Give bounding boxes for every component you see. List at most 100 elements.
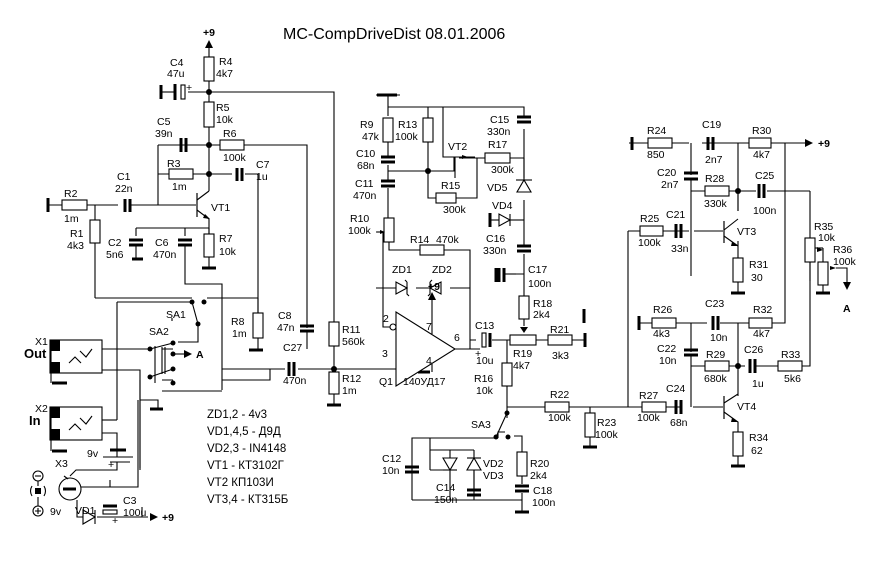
resistor-R7	[203, 233, 215, 258]
pins-ref-label: 7	[426, 321, 432, 333]
diode-VD4	[498, 213, 512, 227]
connector-ref: X1	[35, 336, 48, 348]
r7-ref-label: R7	[219, 233, 233, 245]
r5-ref-label: R5	[216, 102, 230, 114]
supply-label: +9	[203, 27, 215, 39]
resistor-R30	[748, 137, 772, 149]
parts-list-item: VD1,4,5 - Д9Д	[207, 426, 281, 438]
zd2-ref-label: ZD2	[432, 264, 452, 276]
r32-value-label: 4k7	[753, 328, 770, 340]
switch-levers	[149, 301, 508, 438]
capacitors	[102, 84, 766, 515]
c13-ref-label: C13	[475, 320, 494, 332]
switch-SA2[interactable]	[149, 342, 174, 378]
c12-value-label: 10n	[382, 465, 400, 477]
r5-value-label: 10k	[216, 114, 234, 126]
resistor-R17	[484, 152, 511, 164]
r3-ref-label: R3	[167, 158, 181, 170]
resistor-R13	[422, 117, 434, 143]
opamp-Q1	[389, 310, 480, 387]
vt4-ref-label: VT4	[737, 401, 756, 413]
resistor-R10	[383, 217, 395, 243]
capacitor-C22	[684, 348, 698, 357]
r13-ref-label: R13	[398, 119, 417, 131]
resistor-R8	[252, 312, 264, 339]
r17-ref-label: R17	[488, 139, 507, 151]
supply-arrow-icon	[805, 139, 813, 147]
r35-value-label: 10k	[818, 232, 836, 244]
r28-ref-label: R28	[705, 173, 724, 185]
r31-ref-label: R31	[749, 259, 768, 271]
capacitor-C23	[711, 316, 720, 330]
r11-ref-label: R11	[342, 324, 361, 336]
pins-ref-label: 2	[383, 313, 389, 325]
diode-VD2	[442, 457, 458, 472]
r1-value-label: 4k3	[67, 240, 84, 252]
capacitor-C20	[684, 171, 698, 181]
polarity-plus-mark: +	[112, 515, 118, 527]
connector-name: Out	[24, 346, 47, 361]
r30-value-label: 4k7	[753, 149, 770, 161]
resistor-R2	[61, 199, 88, 211]
r31-value-label: 30	[751, 272, 763, 284]
resistor-R35	[804, 237, 816, 263]
c4-ref-label: C4	[170, 57, 184, 69]
capacitor-C25	[757, 184, 766, 198]
r9-value-label: 47k	[362, 131, 380, 143]
capacitor-C8	[300, 324, 314, 333]
r36-value-label: 100k	[833, 256, 857, 268]
resistors	[61, 56, 829, 477]
r19-ref-label: R19	[513, 348, 532, 360]
capacitor-C24	[674, 400, 683, 414]
c21-ref-label: C21	[666, 209, 685, 221]
resistor-R24	[647, 137, 673, 149]
c8-ref-label: C8	[278, 310, 292, 322]
r30-ref-label: R30	[752, 125, 771, 137]
ref-ref-label: Q1	[379, 376, 393, 388]
connector-ref: X2	[35, 403, 48, 415]
c10-value-label: 68n	[357, 160, 375, 172]
zd1-ref-label: ZD1	[392, 264, 412, 276]
capacitor-C16	[517, 244, 531, 253]
parts-list-item: VT2 КП103И	[207, 477, 274, 489]
parts-list-item: ZD1,2 - 4v3	[207, 409, 267, 421]
r21-value-label: 3k3	[552, 350, 569, 362]
r10-value-label: 100k	[348, 225, 372, 237]
resistor-R21	[547, 334, 573, 346]
c25-ref-label: C25	[755, 170, 774, 182]
resistor-R25	[639, 225, 664, 237]
switch-SA1[interactable]	[191, 301, 199, 325]
c2-value-label: 5n6	[106, 249, 124, 261]
r22-ref-label: R22	[550, 389, 569, 401]
switch-label: SA2	[149, 326, 169, 338]
c4-value-label: 47u	[167, 68, 185, 80]
c15-ref-label: C15	[490, 114, 509, 126]
r36-ref-label: R36	[833, 244, 852, 256]
connector-name: 9v	[50, 506, 62, 518]
c14-ref-label: C14	[436, 482, 455, 494]
switch-SA3[interactable]	[495, 412, 508, 438]
capacitor-C17	[497, 268, 506, 282]
resistor-R36	[817, 261, 829, 286]
c11-ref-label: C11	[355, 178, 374, 190]
resistor-R29	[704, 360, 730, 372]
r34-ref-label: R34	[749, 432, 768, 444]
parts-list-item: VT3,4 - КТ315Б	[207, 494, 288, 506]
connector-name: In	[29, 413, 41, 428]
c25-value-label: 100n	[753, 205, 777, 217]
parts-list-item: VD2,3 - IN4148	[207, 443, 286, 455]
r34-value-label: 62	[751, 445, 763, 457]
vd1-ref-label: VD1	[75, 505, 96, 517]
resistor-R3	[168, 168, 194, 180]
r9-ref-label: R9	[360, 119, 374, 131]
resistor-R14	[419, 244, 445, 256]
resistor-R22	[544, 401, 570, 413]
r13-value-label: 100k	[395, 131, 419, 143]
r3-value-label: 1m	[172, 181, 187, 193]
part-ref-label: 140УД17	[403, 376, 446, 388]
polarity-plus-mark: +	[475, 348, 481, 360]
c21-value-label: 33n	[671, 243, 689, 255]
r15-ref-label: R15	[441, 180, 460, 192]
r8-value-label: 1m	[232, 328, 247, 340]
